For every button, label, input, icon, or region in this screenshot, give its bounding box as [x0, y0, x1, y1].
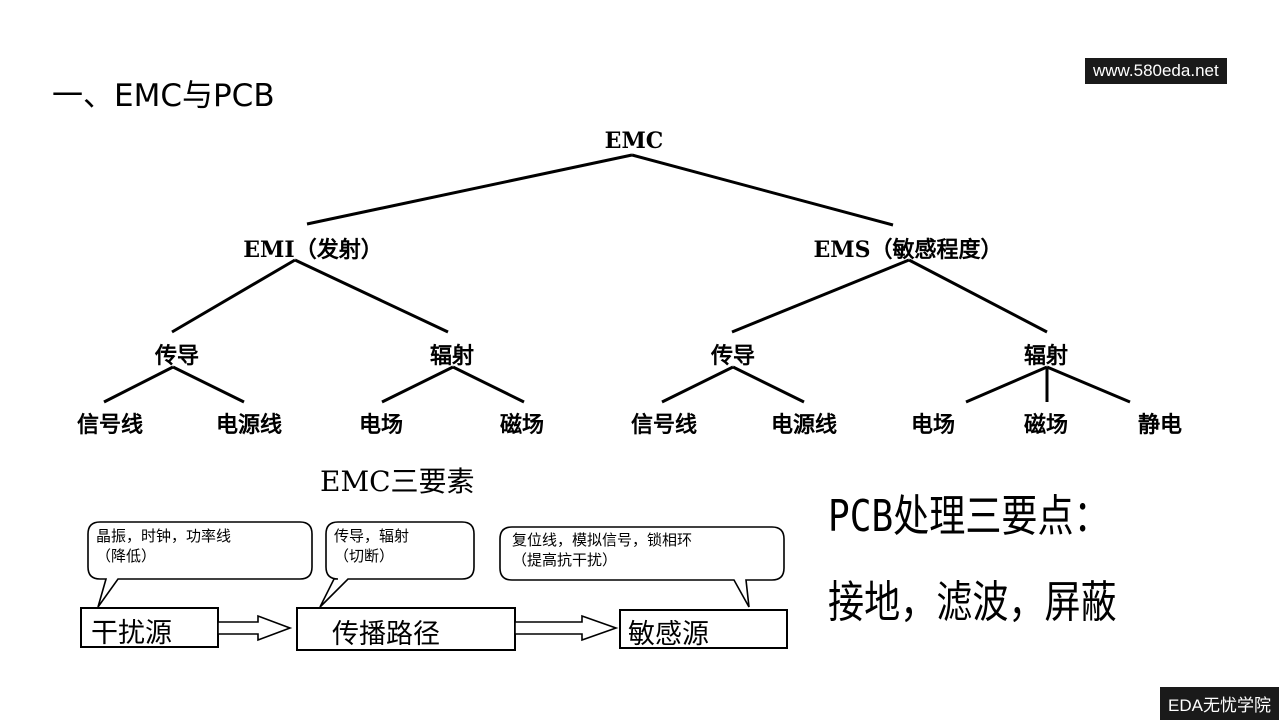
three-elements-heading: EMC三要素	[320, 465, 475, 498]
box-sensitive-label: 敏感源	[628, 619, 709, 650]
tree-node-emi: EMI（发射）	[243, 237, 383, 263]
tree-leaf-ems-signal-line: 信号线	[630, 412, 698, 438]
pcb-points: 接地，滤波，屏蔽	[828, 577, 1117, 628]
tree-node-emi-conduction: 传导	[154, 343, 200, 369]
box-path-label: 传播路径	[332, 619, 440, 650]
tree-node-ems-radiation: 辐射	[1023, 343, 1069, 369]
callout-path-line1: 传导，辐射	[334, 527, 410, 545]
callout-sensitive-line2: （提高抗干扰）	[512, 551, 618, 569]
tree-node-ems: EMS（敏感程度）	[813, 237, 1003, 263]
callout-source-line2: （降低）	[96, 547, 157, 565]
pcb-heading: PCB处理三要点：	[828, 491, 1110, 542]
box-source-frame	[80, 607, 219, 648]
callout-sensitive-line1: 复位线，模拟信号，锁相环	[512, 531, 693, 549]
tree-node-ems-conduction: 传导	[710, 343, 756, 369]
box-sensitive-frame	[619, 609, 788, 649]
tree-leaf-emi-signal-line: 信号线	[76, 412, 144, 438]
callout-path-line2: （切断）	[334, 547, 395, 565]
tree-leaf-emi-magnetic-field: 磁场	[499, 412, 545, 438]
box-source-label: 干扰源	[91, 618, 172, 649]
tree-root-emc: EMC	[604, 128, 664, 154]
callout-source-bubble	[87, 521, 313, 608]
callout-path-bubble	[319, 521, 475, 608]
tree-connectors	[103, 153, 1131, 404]
tree-leaf-ems-magnetic-field: 磁场	[1023, 412, 1069, 438]
tree-leaf-ems-static: 静电	[1137, 412, 1183, 438]
academy-watermark: EDA无忧学院	[1160, 687, 1279, 720]
callout-sensitive-bubble	[499, 526, 785, 608]
tree-leaf-ems-electric-field: 电场	[910, 412, 956, 438]
callout-source-line1: 晶振，时钟，功率线	[96, 527, 232, 545]
arrow-source-to-path	[217, 614, 293, 642]
arrow-path-to-sensitive	[514, 614, 619, 642]
slide-title: 一、EMC与PCB	[52, 78, 275, 114]
flow-boxes	[80, 607, 788, 651]
callout-shapes	[87, 521, 785, 608]
tree-node-emi-radiation: 辐射	[429, 343, 475, 369]
tree-leaf-emi-power-line: 电源线	[215, 412, 283, 438]
tree-leaf-emi-electric-field: 电场	[358, 412, 404, 438]
box-path-frame	[296, 607, 516, 651]
flow-arrows	[217, 614, 619, 642]
site-watermark: www.580eda.net	[1085, 58, 1227, 84]
tree-leaf-ems-power-line: 电源线	[770, 412, 838, 438]
